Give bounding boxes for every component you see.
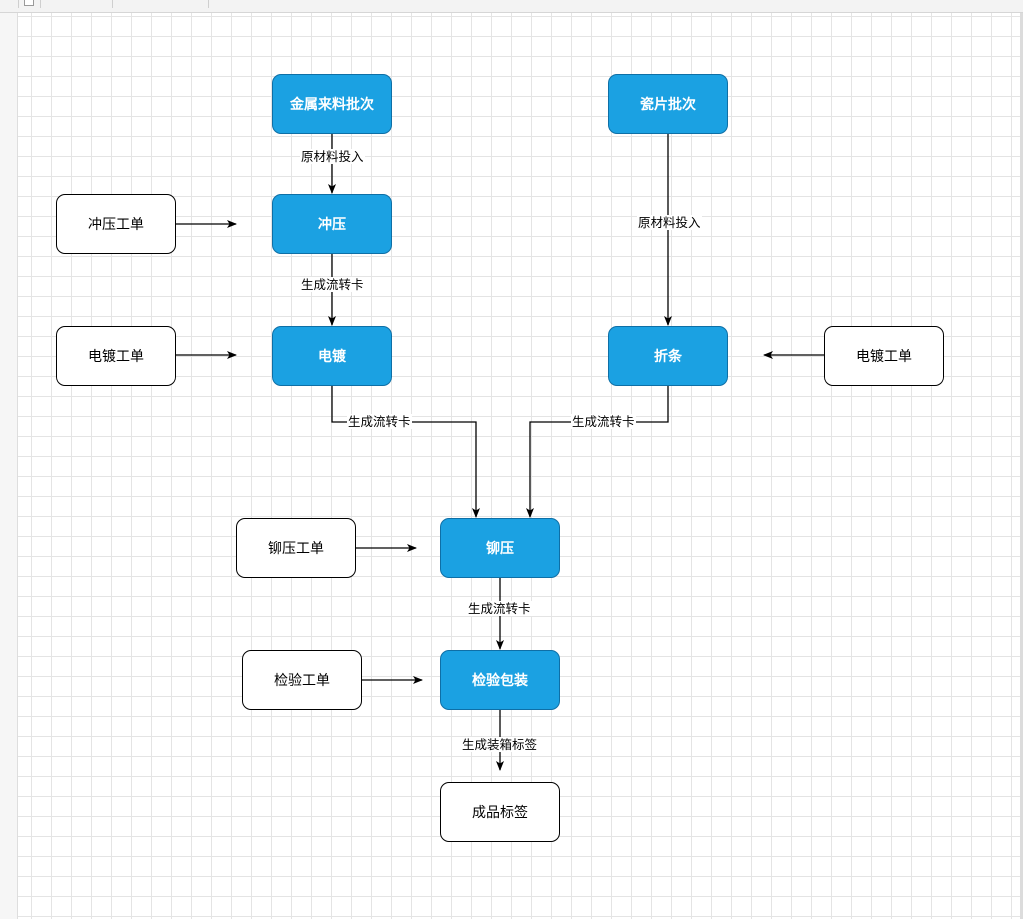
node-finished-label[interactable]: 成品标签 — [440, 782, 560, 842]
node-stamping[interactable]: 冲压 — [272, 194, 392, 254]
menu-button[interactable] — [0, 0, 19, 8]
vertical-scrollbar[interactable] — [1020, 13, 1023, 919]
toolbar — [0, 0, 1023, 13]
left-panel — [0, 13, 18, 919]
node-plating-work-order-left[interactable]: 电镀工单 — [56, 326, 176, 386]
node-riveting-work-order[interactable]: 铆压工单 — [236, 518, 356, 578]
node-inspect-work-order[interactable]: 检验工单 — [242, 650, 362, 710]
node-plating-work-order-right[interactable]: 电镀工单 — [824, 326, 944, 386]
edge-label-folding-to-riveting: 生成流转卡 — [571, 414, 636, 429]
toolbar-button[interactable] — [40, 0, 113, 8]
node-inspect-pack[interactable]: 检验包装 — [440, 650, 560, 710]
diagram-canvas[interactable] — [18, 13, 1023, 919]
node-folding[interactable]: 折条 — [608, 326, 728, 386]
node-metal-batch[interactable]: 金属来料批次 — [272, 74, 392, 134]
edge-label-plating-to-riveting: 生成流转卡 — [347, 414, 412, 429]
edge-label-metal-to-stamping: 原材料投入 — [300, 149, 365, 164]
edge-label-riveting-to-inspect: 生成流转卡 — [467, 601, 532, 616]
page-icon[interactable] — [18, 0, 41, 8]
node-riveting[interactable]: 铆压 — [440, 518, 560, 578]
edge-label-inspect-to-label: 生成装箱标签 — [461, 737, 539, 752]
node-stamping-work-order[interactable]: 冲压工单 — [56, 194, 176, 254]
edge-label-stamping-to-plating: 生成流转卡 — [300, 277, 365, 292]
edge-label-ceramic-to-folding: 原材料投入 — [637, 215, 702, 230]
toolbar-button[interactable] — [112, 0, 209, 8]
node-electroplating[interactable]: 电镀 — [272, 326, 392, 386]
node-ceramic-batch[interactable]: 瓷片批次 — [608, 74, 728, 134]
